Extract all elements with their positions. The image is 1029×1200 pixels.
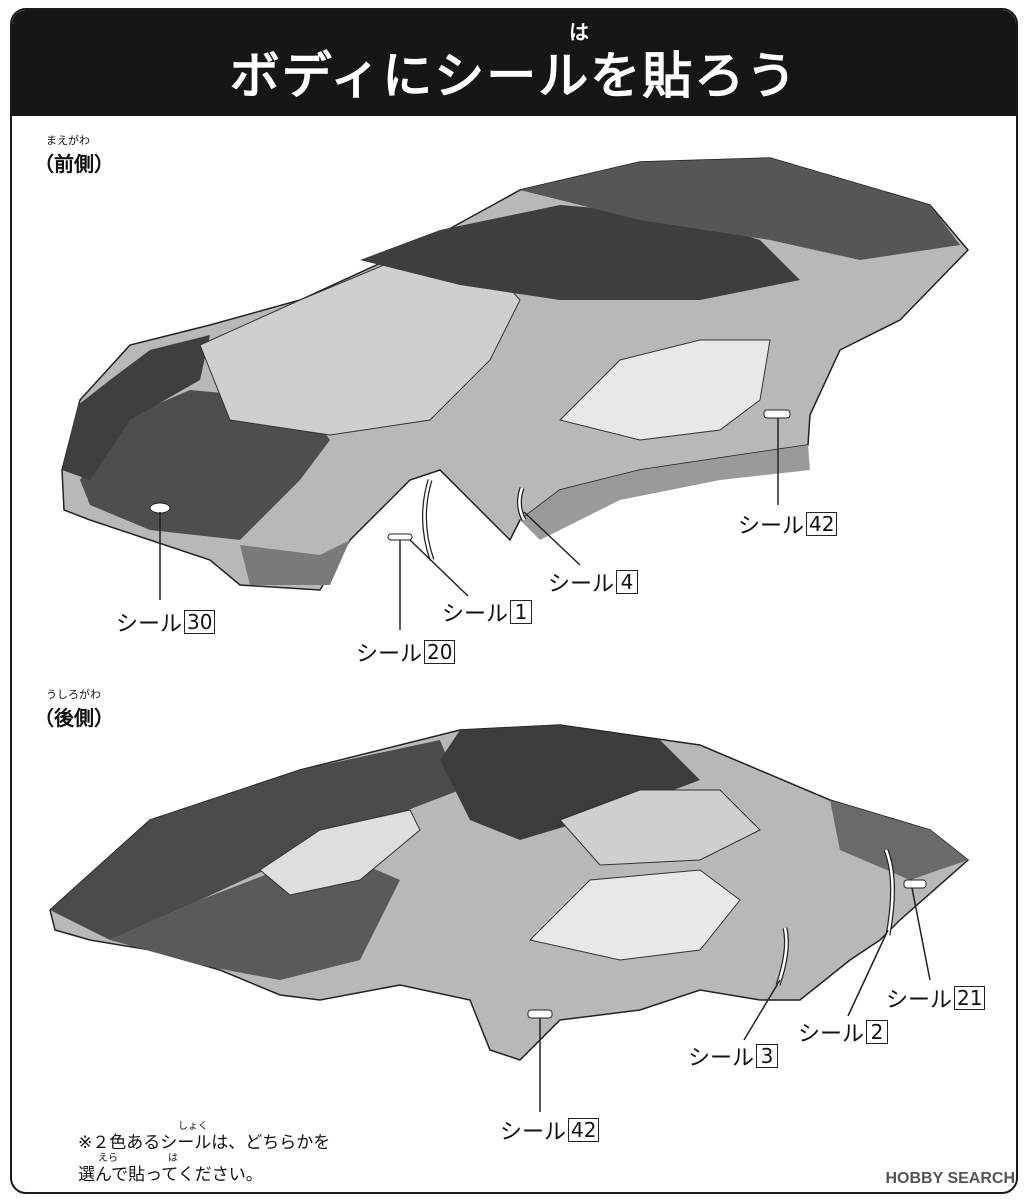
sticker-number: 20 — [424, 640, 456, 664]
callout-label: シール — [798, 1022, 865, 1047]
callout-label: シール — [500, 1120, 567, 1145]
source-watermark: HOBBY SEARCH — [885, 1170, 1016, 1187]
page-title: ボディにシールを貼ろう — [229, 47, 799, 105]
front-heading-text: （前側） — [34, 152, 114, 176]
callout-rear-sticker-42: シール 42 — [500, 1114, 600, 1146]
rear-heading: うしろがわ （後側） — [34, 686, 114, 731]
note-line-1: ※２色あるシールは、どちらかを — [78, 1133, 331, 1153]
callout-label: シール — [548, 572, 615, 597]
callout-front-sticker-42: シール 42 — [738, 508, 838, 540]
sticker-number: 1 — [510, 600, 533, 624]
callout-label: シール — [738, 514, 805, 539]
title-ruby: は — [569, 20, 589, 44]
note-ruby-2: えら は — [98, 1153, 178, 1164]
sticker-number: 4 — [616, 570, 639, 594]
callout-rear-sticker-21: シール 21 — [886, 982, 986, 1014]
callout-label: シール — [442, 602, 509, 627]
sticker-number: 3 — [756, 1044, 779, 1068]
callout-front-sticker-30: シール 30 — [116, 606, 216, 638]
sticker-number: 42 — [568, 1118, 600, 1142]
title-bar: は ボディにシールを貼ろう — [12, 10, 1016, 116]
note-line-2: 選んで貼ってください。 — [78, 1165, 263, 1185]
callout-rear-sticker-3: シール 3 — [688, 1040, 779, 1072]
rear-heading-ruby: うしろがわ — [46, 688, 101, 701]
callout-label: シール — [116, 612, 183, 637]
callout-front-sticker-4: シール 4 — [548, 566, 639, 598]
sticker-number: 21 — [954, 986, 986, 1010]
instruction-sheet: は ボディにシールを貼ろう — [10, 8, 1018, 1194]
callout-label: シール — [356, 642, 423, 667]
sticker-number: 2 — [866, 1020, 889, 1044]
front-heading: まえがわ （前側） — [34, 132, 114, 177]
callout-front-sticker-1: シール 1 — [442, 596, 533, 628]
sticker-number: 30 — [184, 610, 216, 634]
note-ruby-1: しょく — [178, 1121, 208, 1132]
callout-label: シール — [886, 988, 953, 1013]
callout-front-sticker-20: シール 20 — [356, 636, 456, 668]
callout-rear-sticker-2: シール 2 — [798, 1016, 889, 1048]
callout-label: シール — [688, 1046, 755, 1071]
two-color-sticker-note: しょく ※２色あるシールは、どちらかを えら は 選んで貼ってください。 — [78, 1122, 330, 1186]
rear-heading-text: （後側） — [34, 706, 114, 730]
front-heading-ruby: まえがわ — [46, 134, 90, 147]
sticker-number: 42 — [806, 512, 838, 536]
